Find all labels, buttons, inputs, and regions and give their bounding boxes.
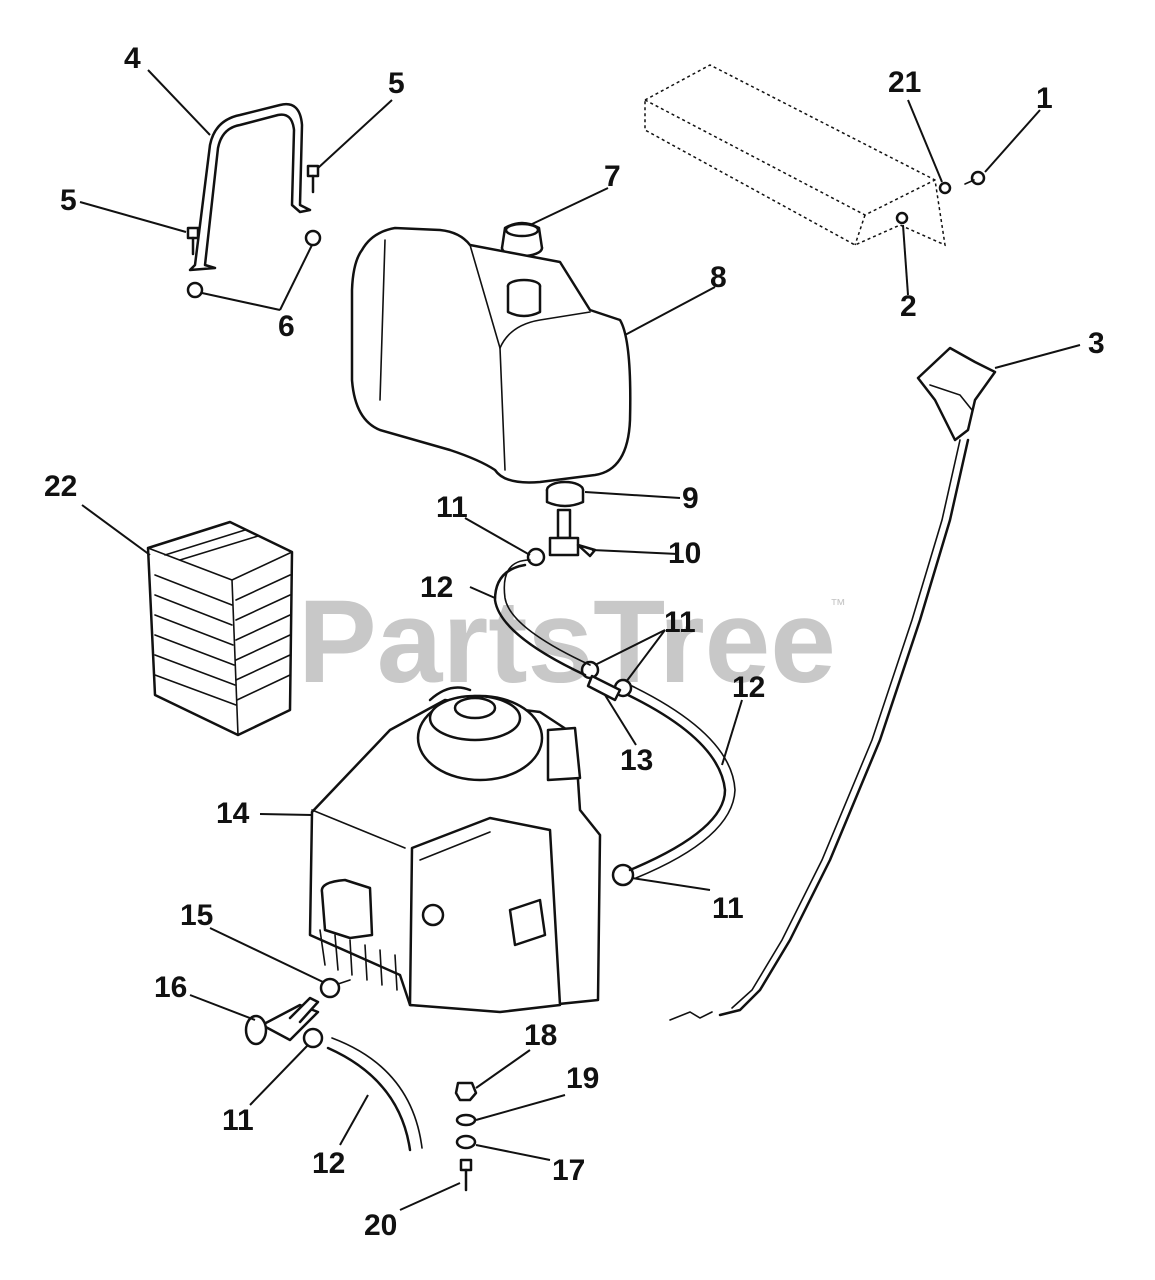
- fuel-tank-part-8: [350, 226, 632, 484]
- fuel-cap-part-7: [500, 221, 544, 258]
- nut-part-6-left: [186, 281, 204, 299]
- nut-part-18: [454, 1081, 478, 1102]
- watermark-trademark: ™: [830, 597, 846, 614]
- bolt-part-5-left: [186, 226, 200, 256]
- callout-10: 10: [668, 537, 701, 570]
- leader-lines: [79, 69, 1081, 1211]
- shutoff-valve-part-10: [548, 508, 597, 558]
- bolt-part-20: [459, 1158, 473, 1192]
- callout-11-bottom: 11: [222, 1104, 254, 1137]
- callout-12-right: 12: [732, 671, 765, 704]
- valve-part-16: [244, 996, 320, 1046]
- callout-17: 17: [552, 1154, 585, 1187]
- callout-9: 9: [682, 482, 699, 515]
- callout-11-top: 11: [436, 491, 468, 524]
- grommet-part-9: [545, 480, 585, 508]
- watermark-text: PartsTree: [298, 576, 836, 708]
- callout-14: 14: [216, 797, 250, 830]
- callout-18: 18: [524, 1019, 557, 1052]
- seat-panel-outline: [644, 64, 946, 247]
- callout-15: 15: [180, 899, 213, 932]
- callout-22: 22: [44, 470, 77, 503]
- fitting-part-15: [319, 977, 351, 999]
- callout-6: 6: [278, 310, 295, 343]
- callout-12-bottom: 12: [312, 1147, 345, 1180]
- fuel-line-part-12-right: [626, 685, 736, 879]
- callout-21: 21: [888, 66, 921, 99]
- callout-12-top: 12: [420, 571, 453, 604]
- nut-part-6-right: [304, 229, 322, 247]
- clamp-part-11-top: [526, 547, 546, 567]
- clamp-part-11-bottom: [302, 1027, 324, 1049]
- callout-11-right: 11: [712, 892, 744, 925]
- fuel-line-part-12-bottom: [326, 1037, 423, 1152]
- callout-8: 8: [710, 261, 727, 294]
- engine-cover-part-22: [146, 520, 294, 737]
- callout-3: 3: [1088, 327, 1105, 360]
- callout-13: 13: [620, 744, 653, 777]
- fuel-line-part-12-top: [493, 559, 591, 677]
- callout-labels: 1 2 3 4 5 5 6 7 8 9 10 11 11 11 11 12 12…: [44, 42, 1105, 1242]
- callout-20: 20: [364, 1209, 397, 1242]
- callout-5-left: 5: [60, 184, 77, 217]
- nut-part-2: [895, 211, 909, 225]
- washer-part-19: [455, 1113, 477, 1127]
- engine-part-14: [308, 686, 602, 1014]
- screw-part-1: [964, 170, 986, 186]
- callout-19: 19: [566, 1062, 599, 1095]
- callout-4: 4: [124, 42, 141, 75]
- callout-7: 7: [604, 160, 621, 193]
- bolt-part-5-right: [306, 164, 320, 194]
- callout-11-mid: 11: [664, 606, 696, 639]
- bracket-part-4: [188, 102, 312, 272]
- clamp-part-11-right: [611, 863, 635, 887]
- fuel-filter-part-13: [586, 674, 622, 702]
- washer-part-17: [455, 1134, 477, 1150]
- callout-1: 1: [1036, 82, 1053, 115]
- callout-16: 16: [154, 971, 187, 1004]
- nut-part-21: [938, 181, 952, 195]
- throttle-control-part-3: [669, 346, 997, 1021]
- callout-2: 2: [900, 290, 917, 323]
- callout-5-right: 5: [388, 67, 405, 100]
